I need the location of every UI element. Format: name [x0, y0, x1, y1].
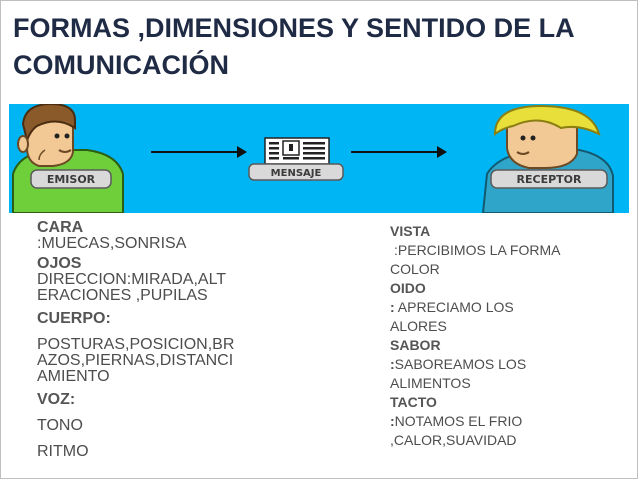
- tacto-text-1-value: NOTAMOS EL FRIO: [394, 413, 523, 429]
- tacto-text-2: ,CALOR,SUAVIDAD: [390, 432, 517, 448]
- oido-text-1: : APRECIAMO LOS: [390, 300, 615, 315]
- title-line-2: COMUNICACIÓN: [13, 50, 229, 80]
- sabor-heading: SABOR: [390, 337, 441, 353]
- tacto-colon: :: [390, 413, 395, 429]
- ojos-text-1: DIRECCION:MIRADA,ALT: [37, 271, 227, 288]
- title-line-1: FORMAS ,DIMENSIONES Y SENTIDO DE LA: [13, 13, 575, 43]
- arrow-mensaje-to-receptor: [351, 146, 447, 158]
- oido-colon: :: [390, 299, 395, 315]
- cara-heading: CARA: [37, 219, 84, 236]
- oido-text-1-value: APRECIAMO LOS: [394, 299, 514, 315]
- sabor-text-1: :SABOREAMOS LOS: [390, 357, 615, 372]
- tacto-text-1: :NOTAMOS EL FRIO: [390, 414, 615, 429]
- emisor-figure: [12, 104, 124, 213]
- emisor-label-box: [30, 169, 112, 189]
- cuerpo-heading: CUERPO:: [37, 310, 111, 327]
- cuerpo-text-3: AMIENTO: [37, 368, 110, 385]
- vista-text-2: COLOR: [390, 261, 440, 277]
- tacto-heading: TACTO: [390, 394, 437, 410]
- sabor-colon: :: [390, 356, 395, 372]
- right-column: VISTA :PERCIBIMOS LA FORMA COLOR OIDO : …: [390, 224, 615, 448]
- cara-text: :MUECAS,SONRISA: [37, 235, 187, 252]
- mensaje-label-box: [248, 163, 344, 181]
- cuerpo-text-2: AZOS,PIERNAS,DISTANCI: [37, 352, 234, 369]
- diagram-svg: EMISOR MENSAJE: [12, 104, 614, 213]
- arrow-emisor-to-mensaje: [151, 146, 247, 158]
- ojos-heading: OJOS: [37, 255, 82, 272]
- left-column: CARA :MUECAS,SONRISA OJOS DIRECCION:MIRA…: [37, 220, 267, 460]
- vista-heading: VISTA: [390, 223, 431, 239]
- oido-heading: OIDO: [390, 280, 426, 296]
- oido-text-2: ALORES: [390, 318, 447, 334]
- ojos-text-2: ERACIONES ,PUPILAS: [37, 287, 208, 304]
- voz-item-2: RITMO: [37, 443, 89, 460]
- sabor-text-1-value: SABOREAMOS LOS: [394, 356, 527, 372]
- slide-title: FORMAS ,DIMENSIONES Y SENTIDO DE LA COMU…: [13, 10, 625, 84]
- receptor-label-box: [490, 169, 608, 189]
- voz-heading: VOZ:: [37, 391, 76, 408]
- sabor-text-2: ALIMENTOS: [390, 375, 471, 391]
- emisor-label: EMISOR: [47, 173, 96, 186]
- newspaper-icon: [264, 137, 330, 165]
- vista-text-1: :PERCIBIMOS LA FORMA: [394, 242, 561, 258]
- mensaje-label: MENSAJE: [271, 168, 322, 179]
- receptor-figure: [481, 104, 614, 213]
- receptor-label: RECEPTOR: [517, 173, 582, 186]
- communication-diagram: EMISOR MENSAJE: [9, 104, 629, 213]
- cuerpo-text-1: POSTURAS,POSICION,BR: [37, 336, 235, 353]
- voz-item-1: TONO: [37, 417, 83, 434]
